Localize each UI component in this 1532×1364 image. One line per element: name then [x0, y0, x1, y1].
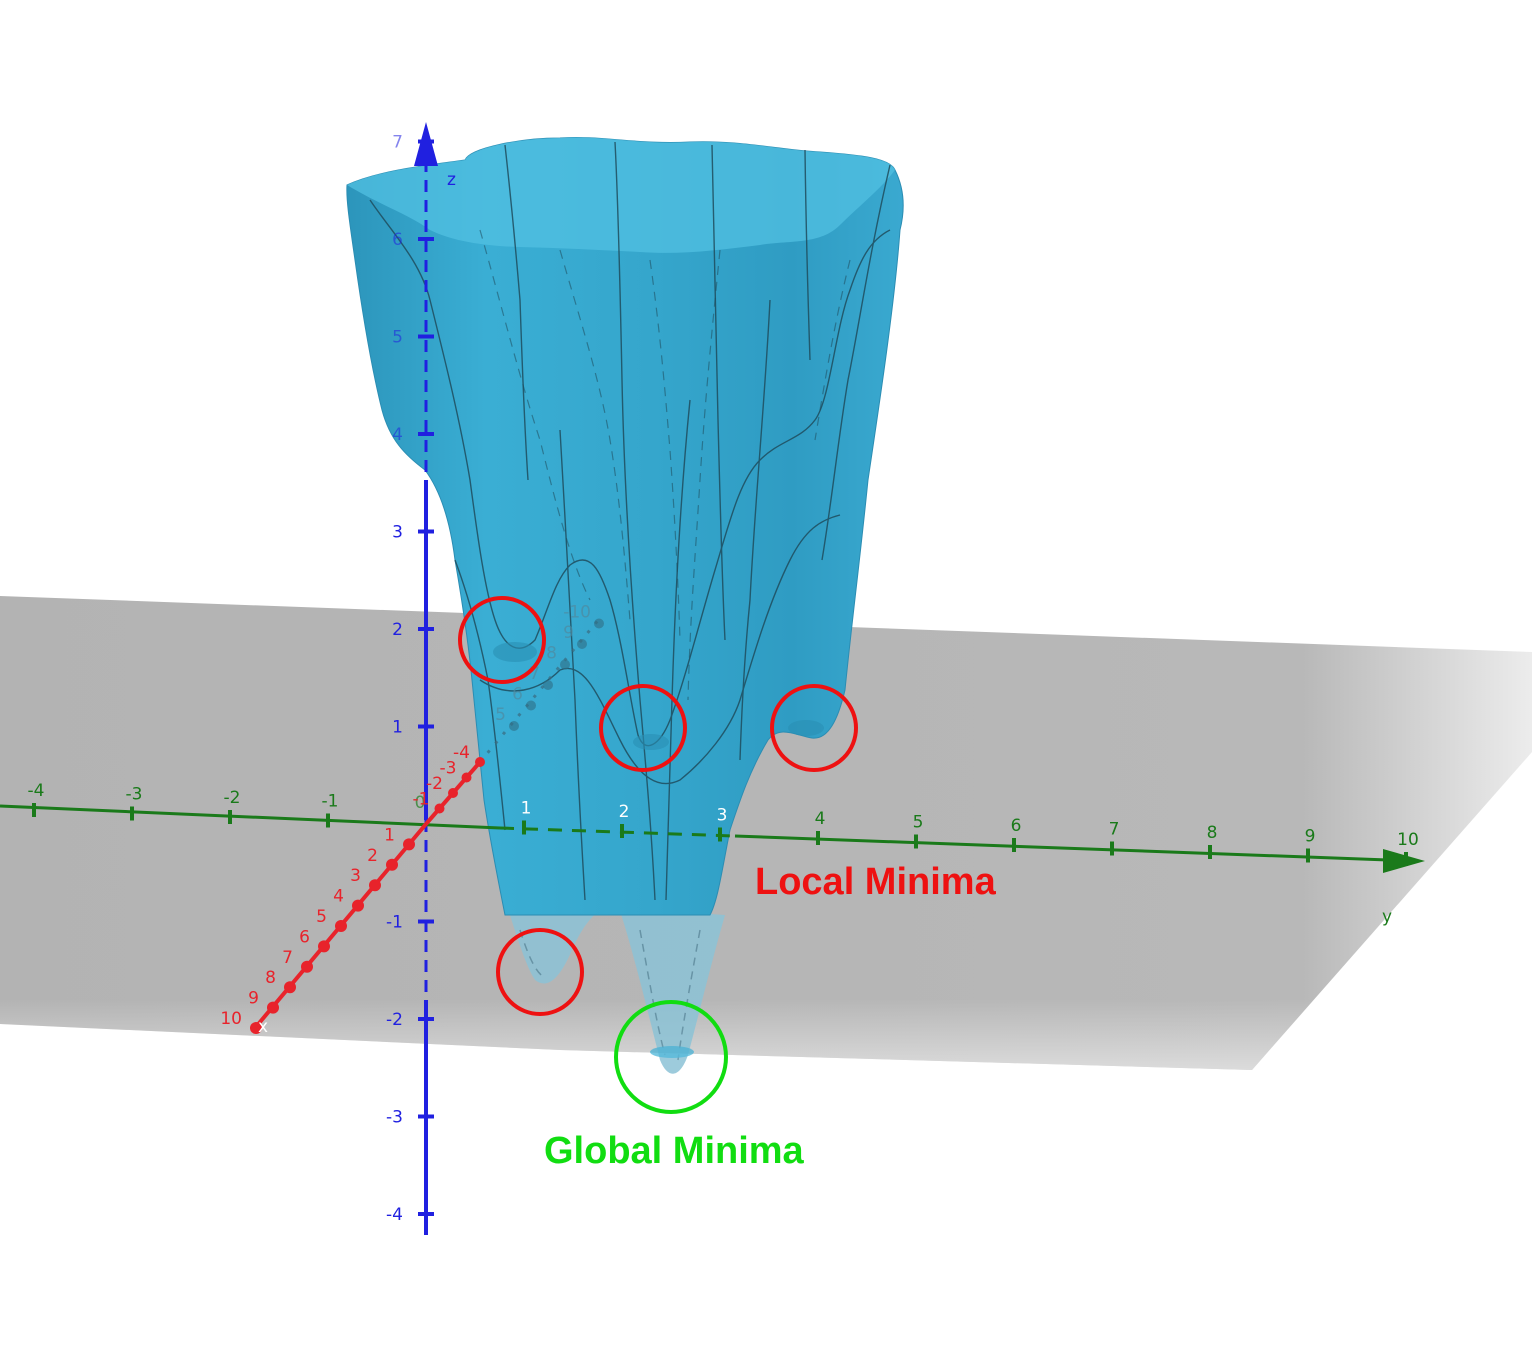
z-tick-label: 4 [392, 425, 403, 445]
z-tick-label: 6 [392, 230, 403, 250]
origin-label: 0 [415, 793, 426, 813]
x-tick-mark [577, 639, 587, 649]
x-tick-label: 6 [299, 927, 310, 947]
local-minimum-marker-1 [458, 596, 546, 684]
x-tick-mark [448, 788, 458, 798]
global-minimum-marker [614, 1000, 728, 1114]
z-axis-name: z [447, 170, 456, 190]
z-tick-label: -2 [386, 1010, 403, 1030]
x-tick-mark [386, 858, 398, 871]
y-tick-label: 9 [1305, 827, 1316, 847]
x-tick-mark [594, 618, 604, 629]
z-tick-label: -4 [386, 1205, 403, 1225]
x-tick-label: 9 [248, 989, 259, 1009]
y-tick-label: 8 [1207, 823, 1218, 843]
x-tick-mark [434, 803, 445, 814]
local-minimum-marker-3 [770, 684, 858, 772]
global-minima-label: Global Minima [544, 1130, 805, 1172]
x-tick-mark [461, 772, 472, 783]
x-tick-label: -3 [440, 759, 457, 779]
local-minima-label: Local Minima [755, 861, 997, 903]
z-tick-label: 7 [392, 133, 403, 153]
y-tick-label: 4 [815, 809, 826, 829]
local-minimum-marker-4 [496, 928, 584, 1016]
y-tick-label: -2 [224, 788, 241, 808]
x-tick-mark [526, 700, 536, 711]
x-tick-label: 3 [350, 866, 361, 886]
y-tick-label: 6 [1011, 816, 1022, 836]
x-tick-label: -4 [453, 743, 470, 763]
x-tick-label: -1 [413, 790, 430, 810]
y-axis-name: y [1382, 907, 1392, 927]
x-tick-mark [318, 940, 330, 953]
x-tick-label: 7 [529, 664, 540, 684]
local-minima-markers [458, 596, 858, 1016]
x-tick-mark [267, 1001, 279, 1014]
x-tick-mark [284, 981, 296, 994]
x-tick-mark [352, 899, 364, 912]
z-tick-label: 5 [392, 328, 403, 348]
z-tick-label: -3 [386, 1108, 403, 1128]
x-tick-label: 8 [546, 644, 557, 664]
y-tick-label: 2 [619, 802, 630, 822]
x-tick-label: 2 [367, 846, 378, 866]
x-tick-mark [509, 721, 519, 731]
x-tick-label: 4 [333, 887, 344, 907]
x-tick-label: 1 [384, 825, 395, 845]
x-tick-label: 7 [282, 948, 293, 968]
x-tick-label: 5 [316, 907, 327, 927]
x-tick-label: -2 [426, 774, 443, 794]
x-tick-mark [335, 920, 347, 932]
y-tick-label: 10 [1397, 830, 1419, 850]
y-tick-label: -1 [322, 792, 339, 812]
z-axis-arrow-icon [414, 122, 438, 166]
y-tick-label: 5 [913, 813, 924, 833]
x-tick-mark [560, 659, 570, 670]
z-tick-label: 1 [392, 718, 403, 738]
z-tick-label: 3 [392, 523, 403, 543]
z-tick-label: -1 [386, 913, 403, 933]
y-tick-label: -3 [126, 785, 143, 805]
x-tick-mark [250, 1022, 262, 1034]
y-tick-label: 3 [717, 806, 728, 826]
x-tick-label: 5 [495, 705, 506, 725]
x-tick-mark [475, 757, 485, 767]
x-axis-name: x [258, 1017, 268, 1037]
x-tick-mark [543, 680, 553, 690]
y-tick-label: -4 [28, 781, 45, 801]
x-tick-label: 8 [265, 968, 276, 988]
local-minimum-marker-2 [599, 684, 687, 772]
y-tick-label: 7 [1109, 820, 1120, 840]
x-tick-label: -10 [563, 603, 591, 623]
x-tick-mark [369, 879, 381, 892]
x-tick-mark [301, 960, 313, 973]
x-tick-label: 10 [220, 1009, 242, 1029]
x-tick-label: 9 [563, 623, 574, 643]
x-tick-mark [403, 838, 415, 851]
x-tick-label: 6 [512, 685, 523, 705]
z-tick-label: 2 [392, 620, 403, 640]
y-tick-label: 1 [521, 799, 532, 819]
surface-main [346, 136, 904, 916]
